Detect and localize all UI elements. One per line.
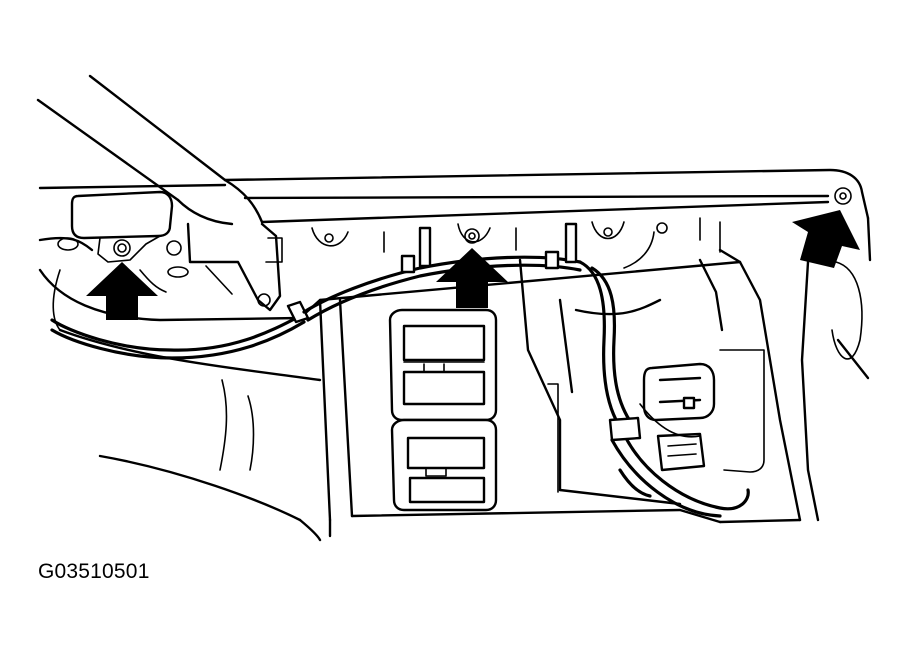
access-openings	[388, 308, 498, 512]
callout-arrows	[86, 210, 860, 320]
left-bracket	[70, 190, 283, 312]
arrow-left-bolt	[86, 262, 158, 320]
bolt-markers	[117, 187, 852, 253]
wire-harness	[50, 222, 750, 518]
bolt-right-inner	[839, 192, 847, 200]
arrow-right-bolt	[792, 210, 860, 268]
quarter-window-lines	[52, 237, 322, 542]
bolt-center	[464, 228, 480, 244]
connector	[608, 349, 765, 473]
roof-rail	[38, 168, 870, 224]
bolt-right	[834, 187, 852, 205]
arrow-center-bolt	[436, 248, 508, 308]
rail-brackets	[311, 217, 721, 253]
figure-code: G03510501	[38, 560, 150, 583]
bolt-center-inner	[468, 232, 476, 240]
body-panel	[38, 216, 872, 538]
bolt-left	[117, 243, 127, 253]
